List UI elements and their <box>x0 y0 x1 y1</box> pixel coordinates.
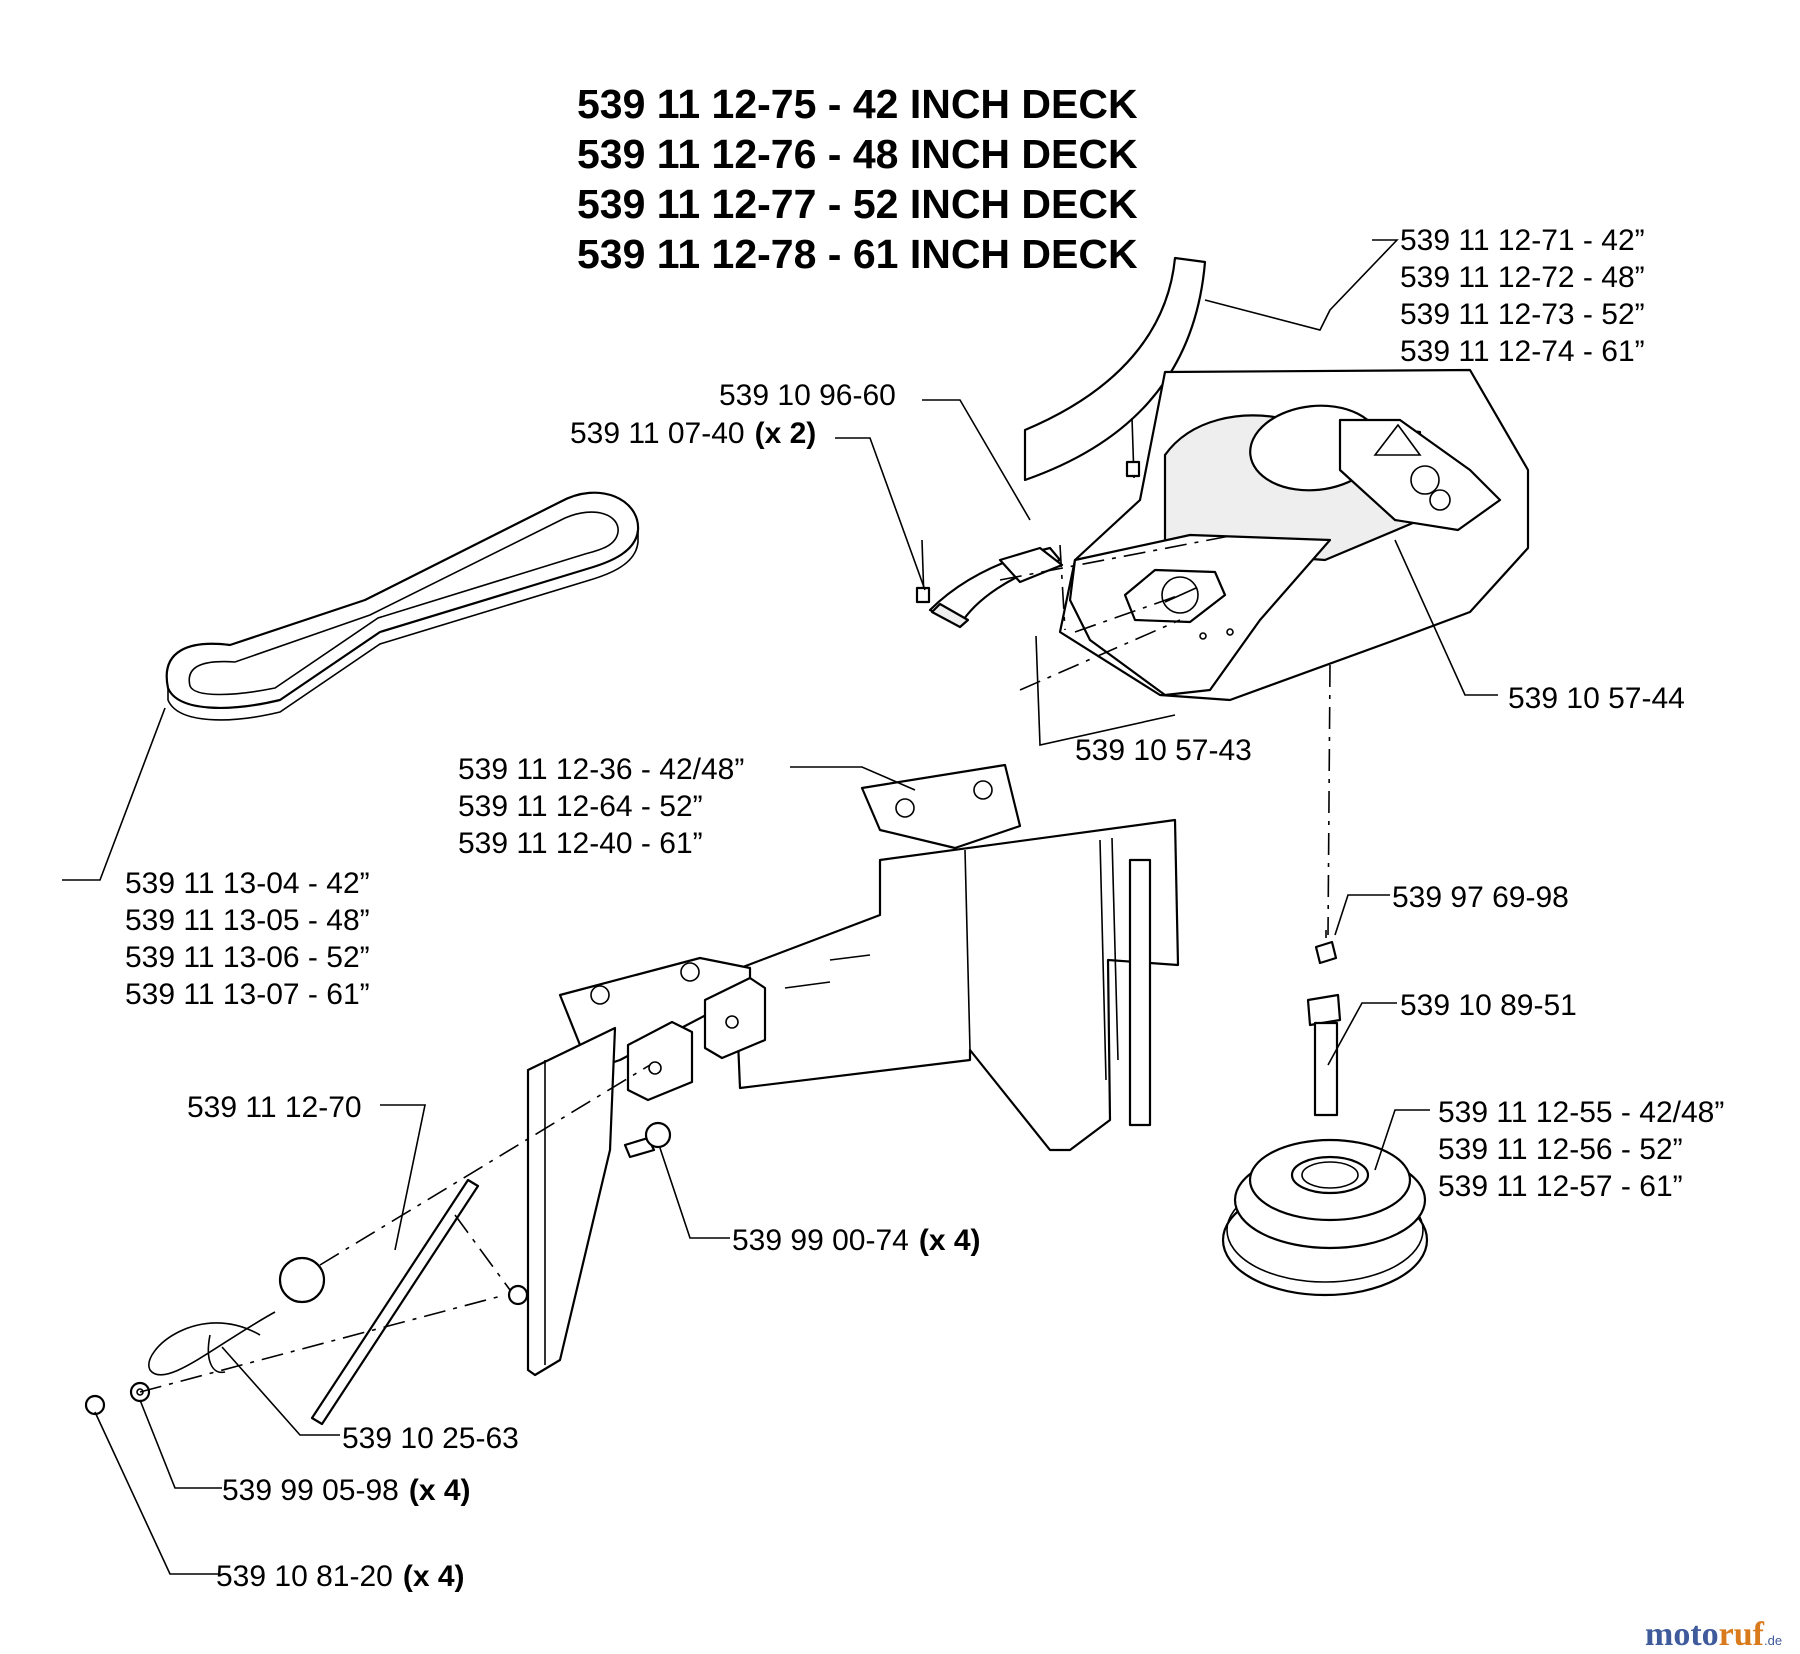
title-line-2: 539 11 12-76 - 48 INCH DECK <box>577 131 1138 177</box>
label-rivet-part: 539 11 07-40 <box>570 417 745 450</box>
label-washer-qty: (x 4) <box>409 1474 471 1507</box>
title-line-1: 539 11 12-75 - 42 INCH DECK <box>577 81 1138 127</box>
label-washer-part: 539 99 05-98 <box>222 1474 399 1507</box>
label-belt-4: 539 11 13-07 - 61” <box>125 978 370 1011</box>
label-cover-2: 539 11 12-72 - 48” <box>1400 261 1645 294</box>
label-hairpin: 539 10 25-63 <box>342 1422 519 1455</box>
watermark-part-b: ruf <box>1719 1616 1765 1653</box>
watermark-logo: motoruf.de <box>1645 1616 1782 1653</box>
label-nut-qty: (x 4) <box>403 1560 465 1593</box>
drive-belt-drawing <box>165 491 640 721</box>
label-cover-4: 539 11 12-74 - 61” <box>1400 335 1645 368</box>
pulley-and-bolt-drawing <box>1221 930 1429 1297</box>
label-washer: 539 99 05-98 (x 4) <box>222 1474 471 1507</box>
label-cover-1: 539 11 12-71 - 42” <box>1400 224 1645 257</box>
label-bracket-1: 539 11 12-36 - 42/48” <box>458 753 744 786</box>
title-line-3: 539 11 12-77 - 52 INCH DECK <box>577 181 1138 227</box>
mounting-bracket-drawing <box>507 763 1180 1377</box>
label-carriage-bolt: 539 99 00-74 (x 4) <box>732 1224 981 1257</box>
latch-and-rivets-drawing <box>915 417 1141 629</box>
label-nut-part: 539 10 81-20 <box>216 1560 393 1593</box>
title-block: 539 11 12-75 - 42 INCH DECK 539 11 12-76… <box>577 81 1138 277</box>
label-rivet-qty: (x 2) <box>755 417 817 450</box>
label-cover-decal: 539 10 57-44 <box>1508 682 1685 715</box>
label-grease-fitting: 539 97 69-98 <box>1392 881 1569 914</box>
label-belt-3: 539 11 13-06 - 52” <box>125 941 370 974</box>
label-pulley-1: 539 11 12-55 - 42/48” <box>1438 1096 1724 1129</box>
part-labels: 539 11 12-71 - 42” 539 11 12-72 - 48” 53… <box>125 224 1724 1593</box>
assembly-lines <box>139 534 1331 1393</box>
watermark-suffix: .de <box>1764 1633 1782 1648</box>
label-belt-1: 539 11 13-04 - 42” <box>125 867 370 900</box>
label-belt-2: 539 11 13-05 - 48” <box>125 904 370 937</box>
belt-cover-drawing <box>1023 256 1530 702</box>
label-pulley-2: 539 11 12-56 - 52” <box>1438 1133 1683 1166</box>
pin-and-clip-drawing <box>84 1178 480 1426</box>
label-rivet: 539 11 07-40 (x 2) <box>570 417 816 450</box>
label-nut: 539 10 81-20 (x 4) <box>216 1560 465 1593</box>
watermark-text: motoruf.de <box>1645 1616 1782 1653</box>
watermark-part-a: moto <box>1645 1616 1719 1653</box>
label-bolt: 539 10 89-51 <box>1400 989 1577 1022</box>
label-latch: 539 10 96-60 <box>719 379 896 412</box>
label-plate-decal: 539 10 57-43 <box>1075 734 1252 767</box>
label-cover-3: 539 11 12-73 - 52” <box>1400 298 1645 331</box>
leader-lines <box>62 239 1498 1575</box>
title-line-4: 539 11 12-78 - 61 INCH DECK <box>577 231 1138 277</box>
label-pulley-3: 539 11 12-57 - 61” <box>1438 1170 1683 1203</box>
label-bracket-3: 539 11 12-40 - 61” <box>458 827 703 860</box>
label-pin: 539 11 12-70 <box>187 1091 362 1124</box>
label-carriage-bolt-part: 539 99 00-74 <box>732 1224 909 1257</box>
label-carriage-bolt-qty: (x 4) <box>919 1224 981 1257</box>
label-bracket-2: 539 11 12-64 - 52” <box>458 790 703 823</box>
